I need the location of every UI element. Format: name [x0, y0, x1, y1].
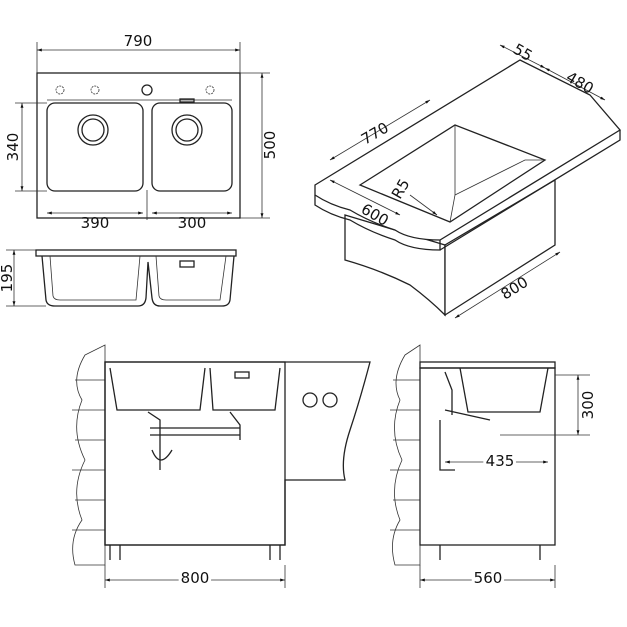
top-view: 790 500 340 390 300: [4, 32, 279, 232]
dim-790: 790: [124, 32, 153, 50]
side-view: 195: [0, 249, 237, 307]
side-install-view: 300 435 560: [390, 344, 597, 590]
dim-300: 300: [178, 214, 207, 232]
dim-800-front: 800: [181, 569, 210, 587]
dim-500: 500: [261, 131, 279, 160]
dim-300-side: 300: [579, 391, 597, 420]
dim-435: 435: [486, 452, 515, 470]
isometric-view: 55 480 770 R5 600 800: [314, 40, 621, 319]
dim-560: 560: [474, 569, 503, 587]
front-install-view: 800: [72, 344, 371, 590]
dim-340: 340: [4, 133, 22, 162]
dim-195: 195: [0, 264, 16, 293]
dim-390: 390: [81, 214, 110, 232]
